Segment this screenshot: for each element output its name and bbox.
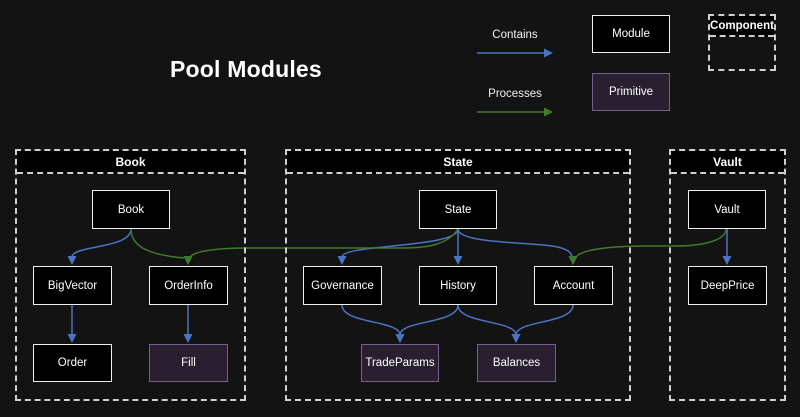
container-state-title: State [287, 151, 629, 174]
legend-component-box: Component [708, 14, 776, 71]
node-governance-label: Governance [311, 279, 374, 292]
node-deepprice: DeepPrice [688, 266, 767, 305]
container-vault: Vault [669, 149, 786, 401]
node-governance: Governance [303, 266, 382, 305]
container-state: State [285, 149, 631, 401]
node-orderinfo: OrderInfo [149, 266, 228, 305]
legend-module-label: Module [612, 28, 650, 40]
legend-processes-arrow-head [544, 107, 553, 117]
node-state: State [419, 190, 497, 229]
node-tradeparams: TradeParams [361, 344, 439, 382]
legend-processes-label: Processes [488, 88, 542, 100]
legend-module-box: Module [592, 15, 670, 53]
node-history: History [419, 266, 497, 305]
legend-primitive-box: Primitive [592, 73, 670, 111]
node-book-label: Book [117, 203, 145, 216]
container-book: Book [15, 149, 246, 401]
node-fill-label: Fill [181, 357, 196, 369]
node-vault: Vault [688, 190, 766, 229]
node-order-label: Order [57, 357, 88, 369]
diagram-title: Pool Modules [170, 56, 322, 82]
node-order: Order [33, 344, 112, 382]
node-history-label: History [440, 279, 476, 292]
node-vault-label: Vault [714, 203, 740, 216]
node-fill: Fill [149, 344, 228, 382]
node-balances-label: Balances [492, 357, 541, 369]
node-tradeparams-label: TradeParams [365, 357, 435, 369]
node-state-label: State [444, 203, 472, 216]
node-book: Book [92, 190, 170, 229]
container-vault-title: Vault [671, 151, 784, 174]
node-orderinfo-label: OrderInfo [164, 279, 213, 292]
container-book-title: Book [17, 151, 244, 174]
node-balances: Balances [477, 344, 556, 382]
node-deepprice-label: DeepPrice [700, 279, 755, 292]
node-account: Account [534, 266, 613, 305]
legend-contains-label: Contains [492, 29, 538, 41]
legend-primitive-label: Primitive [608, 86, 654, 98]
legend-component-label: Component [710, 16, 774, 37]
node-bigvector-label: BigVector [47, 279, 98, 292]
node-bigvector: BigVector [33, 266, 112, 305]
legend-contains-arrow-head [544, 48, 553, 58]
node-account-label: Account [552, 279, 595, 292]
